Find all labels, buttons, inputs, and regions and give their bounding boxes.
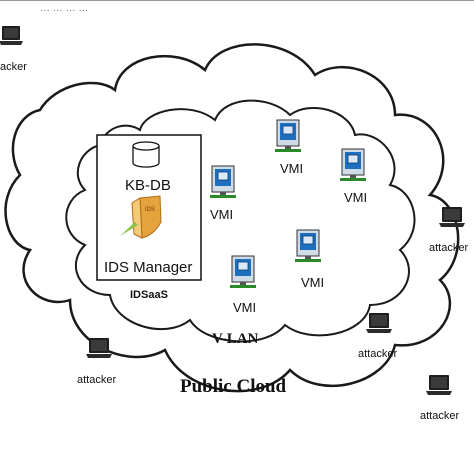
- attacker-label: attacker: [358, 348, 398, 360]
- vmi-label: VMI: [301, 275, 325, 290]
- vmi-label: VMI: [233, 300, 257, 315]
- vlan-label: V-LAN: [212, 331, 259, 347]
- vmi-monitor-icon: [210, 165, 236, 198]
- idssaas-label: IDSaaS: [130, 289, 168, 301]
- attacker-label: attacker: [429, 242, 469, 254]
- attacker-laptop-icon: [366, 313, 392, 333]
- vmi-monitor-icon: [230, 255, 256, 288]
- vmi-label: VMI: [210, 207, 234, 222]
- ids-manager-label: IDS Manager: [104, 259, 193, 276]
- public-cloud-label: Public Cloud: [180, 376, 287, 397]
- vmi-monitor-icon: [275, 119, 301, 152]
- attacker-laptop-icon: [439, 207, 465, 227]
- attacker-laptop-icon: [426, 375, 452, 395]
- vmi-monitor-icon: [340, 148, 366, 181]
- top-partial-text: … … … …: [40, 3, 89, 14]
- attacker-laptop-icon: [86, 338, 112, 358]
- vmi-label: VMI: [280, 161, 304, 176]
- attacker-label: acker: [0, 61, 27, 73]
- kb-db-label: KB-DB: [125, 177, 171, 194]
- database-icon: [132, 141, 160, 168]
- attacker-label: attacker: [77, 374, 117, 386]
- attacker-laptop-icon: [0, 26, 23, 45]
- attacker-label: attacker: [420, 410, 460, 422]
- vmi-label: VMI: [344, 190, 368, 205]
- shield-text: IDS: [145, 207, 155, 213]
- vmi-monitor-icon: [295, 229, 321, 262]
- ids-shield-icon: IDS: [120, 195, 162, 239]
